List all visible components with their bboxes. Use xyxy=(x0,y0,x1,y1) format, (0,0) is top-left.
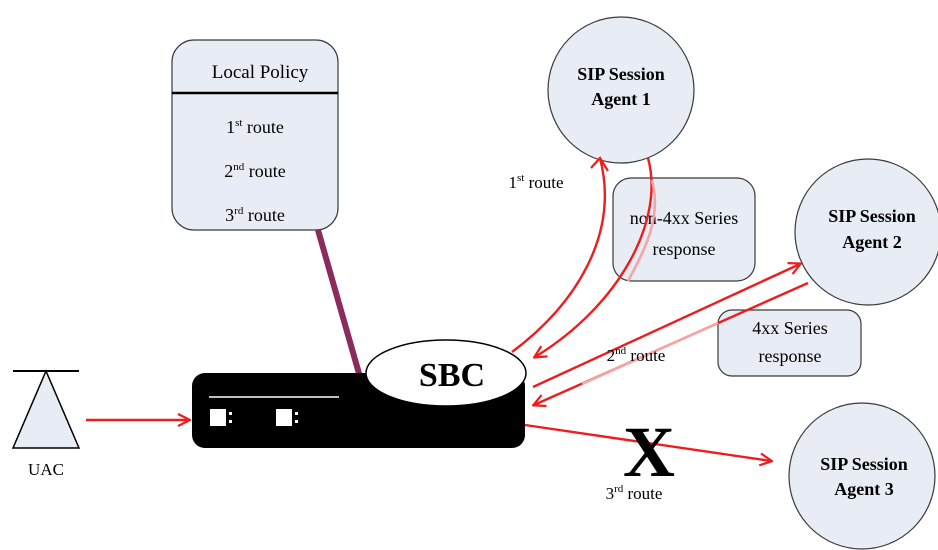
policy-link xyxy=(315,229,363,378)
agent-1-line2: Agent 1 xyxy=(591,89,651,109)
agent-3-line2: Agent 3 xyxy=(834,479,894,499)
route-2-arrow xyxy=(532,264,800,389)
route-1-arrow xyxy=(511,157,606,353)
policy-route-3: 3rd route xyxy=(225,205,285,225)
policy-route-2: 2nd route xyxy=(224,161,285,181)
route-2-label: 2nd route xyxy=(607,345,666,365)
local-policy-box: Local Policy 1st route 2nd route 3rd rou… xyxy=(171,39,339,231)
route-3-label: 3rd route xyxy=(606,483,663,503)
sbc-device: SBC xyxy=(192,339,527,448)
policy-route-1: 1st route xyxy=(226,117,284,137)
port-1-icon xyxy=(210,409,226,426)
uac-node: UAC xyxy=(11,369,81,479)
agent-3-node: SIP Session Agent 3 xyxy=(788,402,936,550)
local-policy-title: Local Policy xyxy=(212,62,309,83)
agent-1-line1: SIP Session xyxy=(577,64,665,84)
agent-2-line1: SIP Session xyxy=(828,206,916,226)
uac-label: UAC xyxy=(28,460,64,479)
port-2-icon xyxy=(276,409,292,426)
failure-x-mark: X xyxy=(623,412,675,492)
4xx-line2: response xyxy=(759,346,822,366)
route-3-arrow xyxy=(524,423,771,461)
sbc-label: SBC xyxy=(419,357,485,394)
agent-1-node: SIP Session Agent 1 xyxy=(547,16,695,164)
route-1-label: 1st route xyxy=(508,172,563,192)
agent-3-line1: SIP Session xyxy=(820,454,908,474)
non4xx-response-box: non-4xx Series response xyxy=(612,177,756,282)
4xx-line1: 4xx Series xyxy=(752,318,828,338)
sbc-label-bubble xyxy=(365,339,527,407)
non4xx-line1: non-4xx Series xyxy=(630,208,738,228)
4xx-response-box: 4xx Series response xyxy=(717,309,862,377)
agent-2-node: SIP Session Agent 2 xyxy=(794,158,938,306)
non4xx-line2: response xyxy=(653,239,716,259)
agent-2-line2: Agent 2 xyxy=(842,232,902,252)
